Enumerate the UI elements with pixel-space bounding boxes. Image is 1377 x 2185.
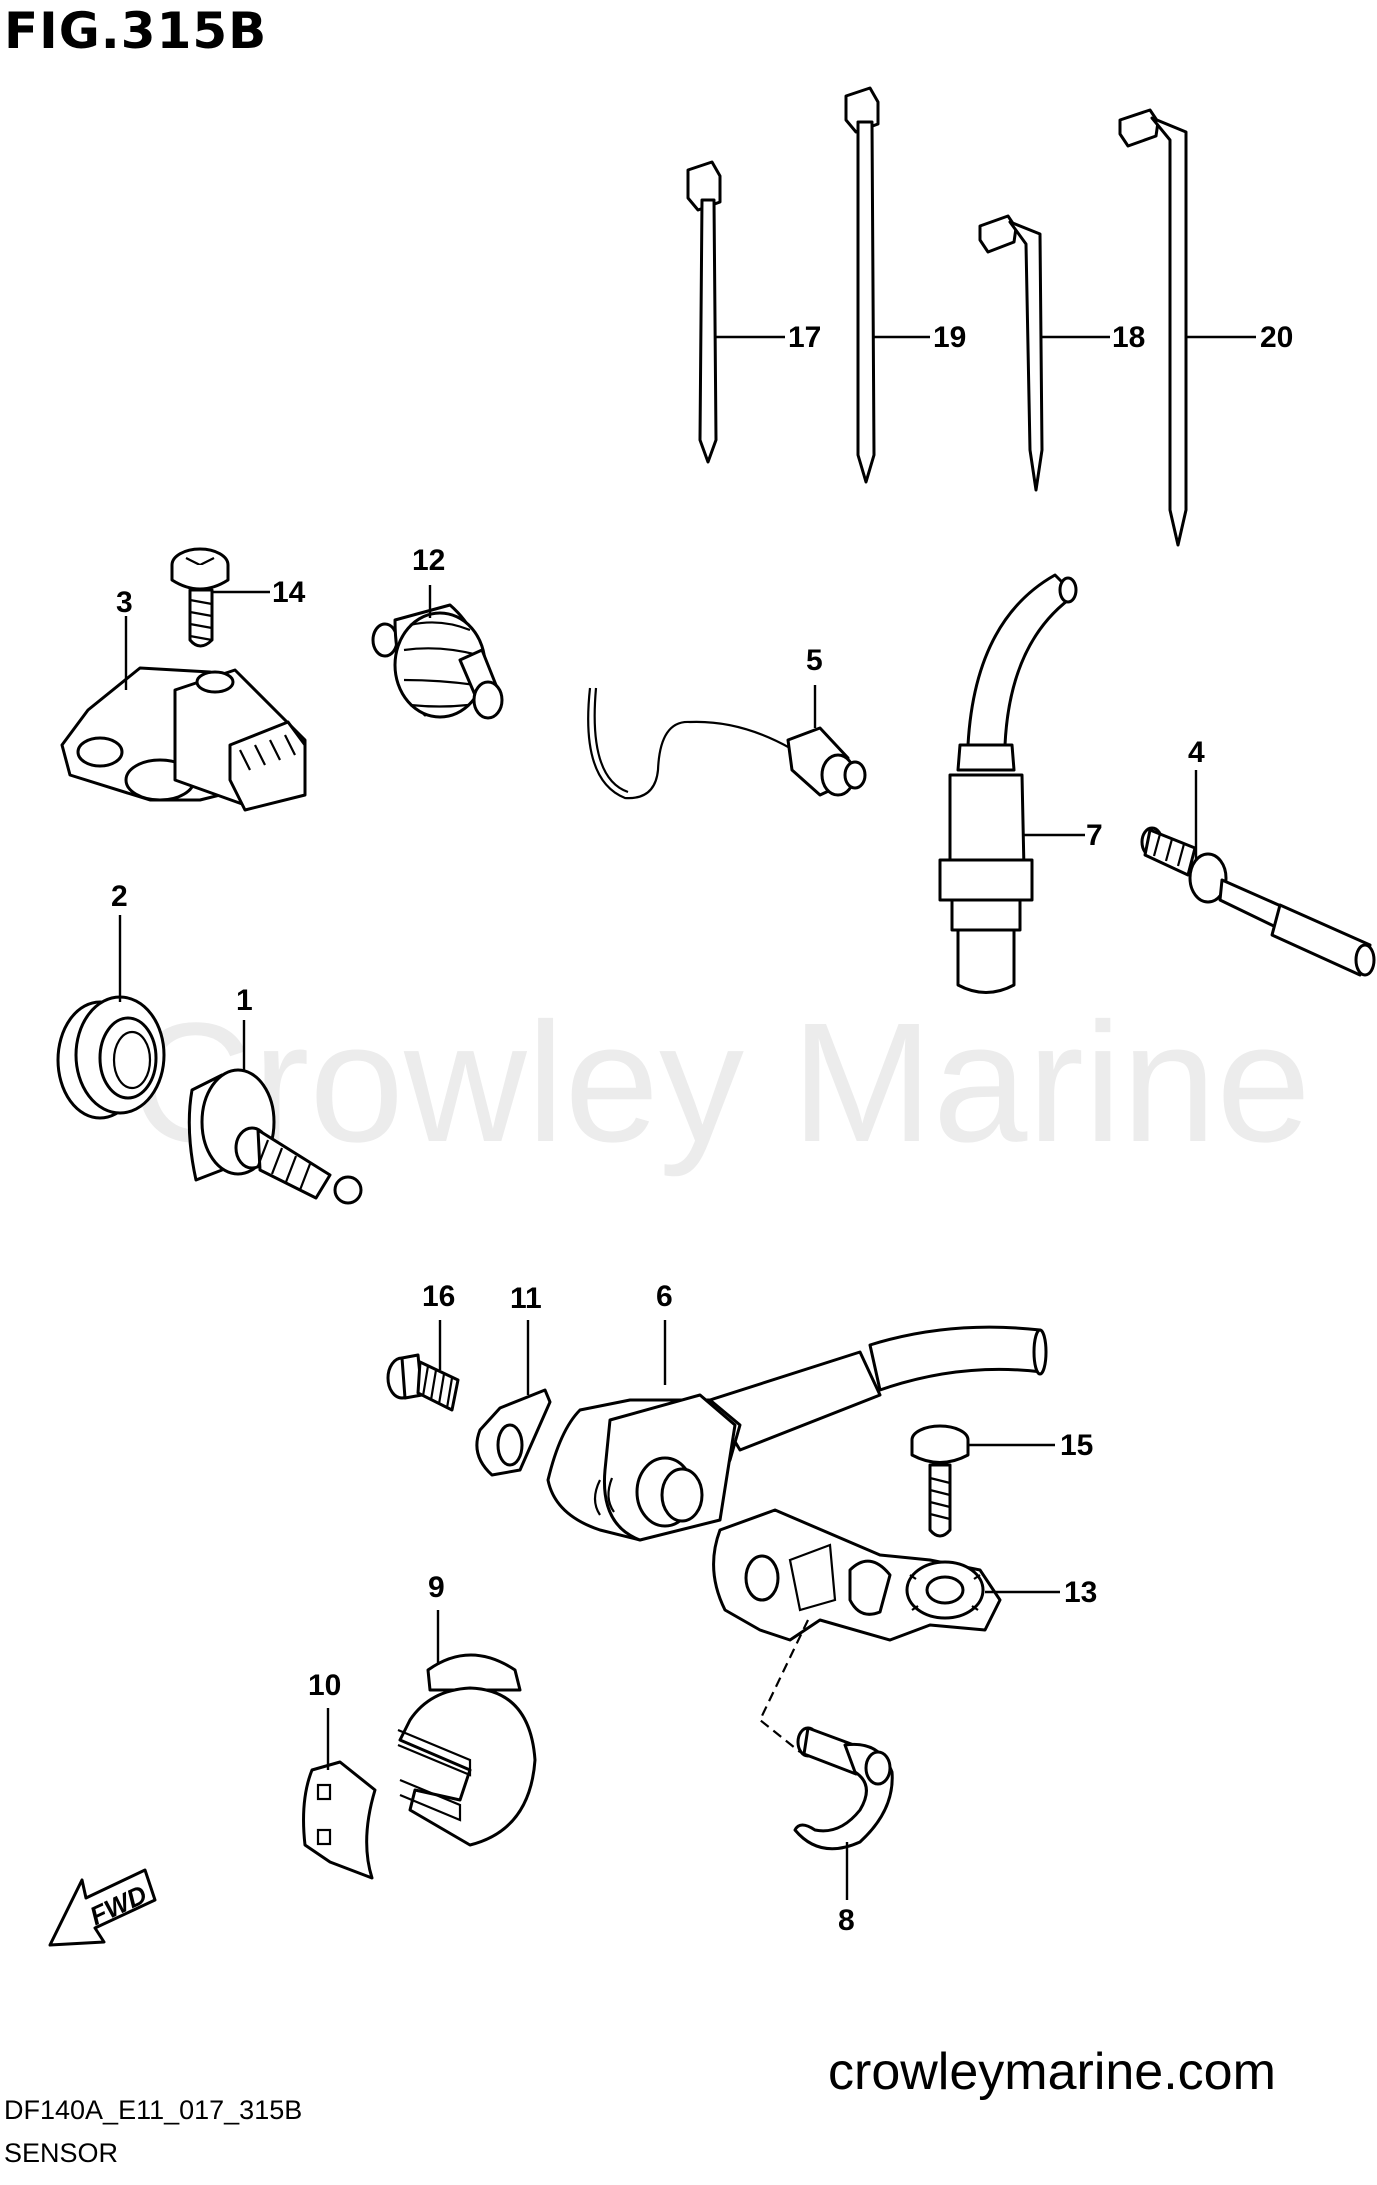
callout-12: 12	[412, 544, 445, 577]
diagram-code: DF140A_E11_017_315B	[4, 2095, 303, 2125]
bolt-15-part	[910, 1424, 970, 1538]
callout-4: 4	[1188, 736, 1205, 769]
callout-1: 1	[236, 984, 253, 1017]
cable-tie-17-part	[686, 160, 722, 464]
callout-19: 19	[933, 321, 966, 354]
callout-6: 6	[656, 1280, 673, 1313]
callout-13: 13	[1064, 1576, 1097, 1609]
bracket-13-part	[712, 1508, 1002, 1642]
watermark-text: Crowley Marine	[130, 988, 1311, 1178]
cable-tie-18-part	[978, 214, 1044, 492]
cable-tie-19-part	[844, 86, 880, 484]
map-sensor-3-part	[60, 666, 307, 812]
callout-14: 14	[272, 576, 306, 609]
site-url: crowleymarine.com	[828, 2043, 1276, 2101]
sensor-1-part	[187, 1068, 363, 1205]
bolt-16-part	[386, 1353, 460, 1412]
leader-lines	[118, 335, 1256, 1900]
callout-3: 3	[116, 586, 133, 619]
figure-title: FIG.315B	[4, 2, 268, 60]
callout-9: 9	[428, 1571, 445, 1604]
callout-labels: 17 19 18 20 14 3 12 5 7 4 2 1 16 11 6 15…	[111, 321, 1293, 1937]
section-name: SENSOR	[4, 2138, 119, 2168]
temp-sensor-5-part	[587, 687, 867, 800]
callout-10: 10	[308, 1669, 341, 1702]
grommet-2-part	[56, 995, 166, 1120]
callout-2: 2	[111, 880, 128, 913]
callout-8: 8	[838, 1904, 855, 1937]
alignment-dashed-line	[758, 1619, 809, 1753]
pad-10-part	[302, 1760, 377, 1880]
cable-tie-20-part	[1118, 108, 1188, 547]
callout-11: 11	[510, 1282, 542, 1315]
fwd-direction-arrow: FWD	[48, 1868, 157, 1947]
crank-sensor-6-part	[546, 1325, 1048, 1542]
clip-8-part	[793, 1726, 894, 1851]
clamp-9-part	[397, 1653, 537, 1847]
callout-16: 16	[422, 1280, 455, 1313]
temp-probe-4-part	[1140, 826, 1376, 977]
knock-sensor-12-part	[371, 603, 504, 720]
bolt-14-part	[170, 547, 230, 648]
callout-15: 15	[1060, 1429, 1093, 1462]
oxygen-sensor-7-part	[938, 573, 1078, 994]
callout-5: 5	[806, 644, 823, 677]
callout-20: 20	[1260, 321, 1293, 354]
callout-7: 7	[1086, 819, 1103, 852]
callout-17: 17	[788, 321, 821, 354]
spacer-11-part	[475, 1388, 552, 1477]
callout-18: 18	[1112, 321, 1145, 354]
